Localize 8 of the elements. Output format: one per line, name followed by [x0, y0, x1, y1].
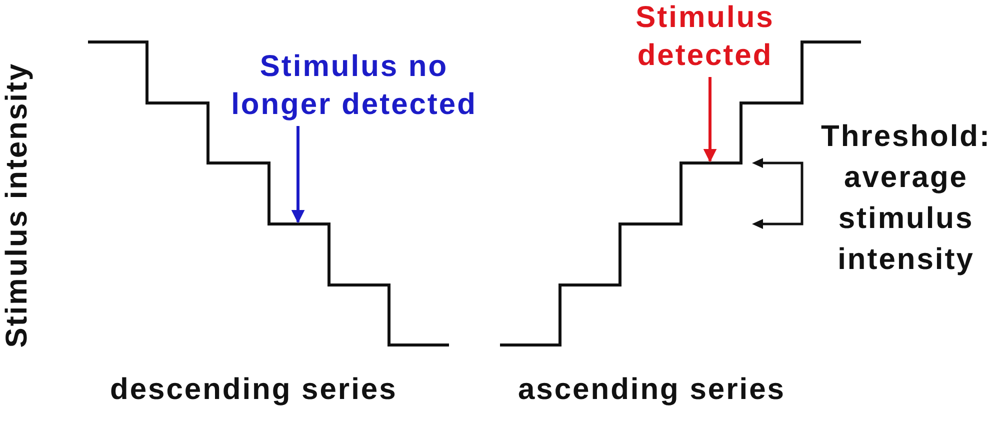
arrow: [291, 126, 305, 224]
threshold-note: Threshold: average stimulus intensity: [820, 119, 992, 278]
annotation-text: Stimulus detected: [600, 0, 810, 75]
arrow: [703, 77, 717, 162]
annotation-text: Stimulus no longer detected: [228, 48, 480, 124]
series-label: ascending series: [518, 372, 786, 408]
series-label: descending series: [110, 372, 398, 408]
axis-label: Stimulus intensity: [0, 62, 34, 348]
